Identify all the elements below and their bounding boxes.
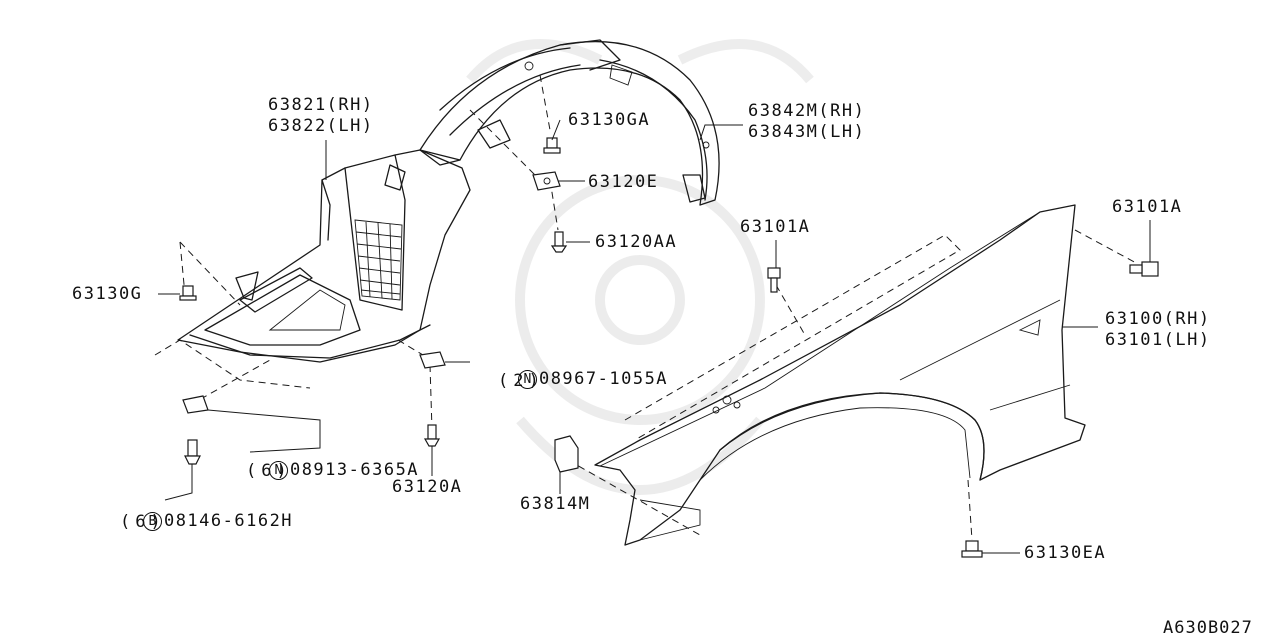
label-08146-qty: (6) — [120, 512, 166, 532]
label-63101: 63101(LH) — [1105, 330, 1211, 350]
fastener-drawings — [179, 137, 1159, 558]
label-63130g: 63130G — [72, 284, 143, 304]
label-63821: 63821(RH) — [268, 95, 374, 115]
label-08967-text: 08967-1055A — [538, 369, 669, 389]
screw-63120a — [423, 424, 441, 447]
clip-63130ea — [961, 540, 983, 558]
label-63843m: 63843M(LH) — [748, 122, 866, 142]
arch-liner-drawing — [419, 39, 720, 206]
watermark-logo — [466, 39, 814, 495]
label-08913-qty: (6) — [246, 461, 292, 481]
label-63120e: 63120E — [588, 172, 659, 192]
bolt-63101a-mid — [767, 267, 781, 293]
label-63822: 63822(LH) — [268, 116, 374, 136]
label-63120aa: 63120AA — [595, 232, 678, 252]
nut-08913 — [182, 395, 209, 414]
label-63101a-right: 63101A — [1112, 197, 1183, 217]
label-63120a: 63120A — [392, 477, 463, 497]
label-08146-text: 08146-6162H — [163, 511, 294, 531]
bolt-08146 — [184, 439, 201, 465]
label-63130ga: 63130GA — [568, 110, 651, 130]
label-63842m: 63842M(RH) — [748, 101, 866, 121]
n-prefix-icon: N — [517, 370, 537, 389]
nut-63120e — [532, 171, 561, 191]
label-63814m: 63814M — [520, 494, 591, 514]
b-prefix-icon: B — [142, 512, 162, 531]
clip-63130ga — [543, 137, 561, 154]
diagram-code: A630B027 — [1163, 618, 1253, 637]
label-08913-text: 08913-6365A — [289, 460, 420, 480]
leader-lines — [158, 119, 1151, 554]
n-prefix-icon: N — [268, 461, 288, 480]
label-63101a-mid: 63101A — [740, 217, 811, 237]
screw-63120aa — [550, 231, 568, 253]
label-63100: 63100(RH) — [1105, 309, 1211, 329]
label-63130ea: 63130EA — [1024, 543, 1107, 563]
bolt-63101a-right — [1129, 261, 1159, 277]
label-08967-qty: (2) — [498, 371, 544, 391]
clip-63130g — [179, 285, 197, 301]
nut-08967 — [419, 351, 446, 369]
splash-shield-drawing — [177, 149, 471, 363]
bracket-63814m — [554, 435, 579, 473]
fender-drawing — [594, 204, 1086, 546]
